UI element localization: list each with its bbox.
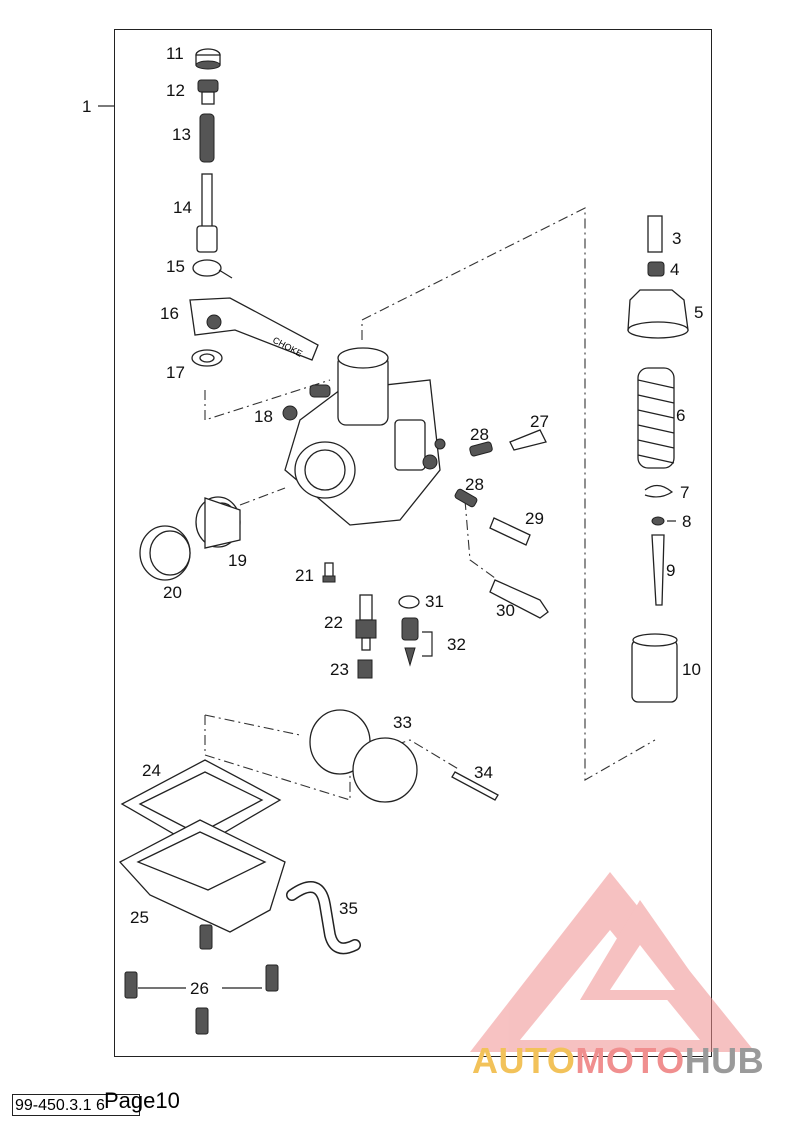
label-part-14: 14 [173, 198, 192, 217]
label-part-4: 4 [670, 260, 679, 279]
part-6-spring [637, 367, 675, 469]
part-30-screw [489, 579, 549, 619]
label-part-28-lower: 28 [465, 475, 484, 494]
label-part-24: 24 [142, 761, 161, 780]
diagram-frame [114, 29, 712, 1057]
label-part-13: 13 [172, 125, 191, 144]
footer-document-code: 99-450.3.1 6 [12, 1094, 140, 1116]
watermark-triangle-logo [470, 872, 755, 1052]
part-5-cover [627, 289, 689, 339]
label-part-12: 12 [166, 81, 185, 100]
watermark-word-auto: AUTO [472, 1040, 576, 1081]
label-part-6: 6 [676, 406, 685, 425]
footer-page-number: Page10 [104, 1088, 180, 1113]
label-part-29: 29 [525, 509, 544, 528]
part-9-needle [651, 534, 665, 606]
label-part-20: 20 [163, 583, 182, 602]
label-part-17: 17 [166, 363, 185, 382]
label-part-3: 3 [672, 229, 681, 248]
part-19-clamp [195, 496, 241, 549]
label-part-32: 32 [447, 635, 466, 654]
part-11-cap [195, 48, 221, 70]
watermark-word-moto: MOTO [575, 1040, 685, 1081]
label-part-15: 15 [166, 257, 185, 276]
part-17-washer [191, 349, 223, 367]
part-10-slide [631, 633, 678, 703]
label-part-31: 31 [425, 592, 444, 611]
label-part-7: 7 [680, 483, 689, 502]
part-8-clip [651, 516, 665, 526]
label-part-28-upper: 28 [470, 425, 489, 444]
part-13-spring [199, 113, 215, 163]
part-20-cap [139, 525, 191, 581]
part-28-spring-lower [454, 488, 478, 508]
part-14-plunger [196, 173, 218, 253]
part-33-float [309, 709, 418, 803]
label-part-10: 10 [682, 660, 701, 679]
label-part-19: 19 [228, 551, 247, 570]
part-23-main-jet [357, 659, 373, 679]
watermark-logo-text: AUTOMOTOHUB [472, 1040, 764, 1082]
part-15-clip [192, 259, 233, 279]
label-part-1: 1 [82, 97, 91, 116]
label-part-25: 25 [130, 908, 149, 927]
part-labels: 1 3 4 5 6 7 8 9 10 11 12 13 14 15 16 17 … [82, 44, 703, 998]
label-part-30: 30 [496, 601, 515, 620]
part-21-jet [322, 562, 336, 583]
assembly-dash-lines [204, 207, 656, 801]
part-24-gasket [120, 759, 282, 849]
part-3-cable-adjuster [647, 215, 663, 253]
label-part-8: 8 [682, 512, 691, 531]
label-part-16: 16 [160, 304, 179, 323]
part-18-screw [282, 405, 298, 421]
label-part-21: 21 [295, 566, 314, 585]
part-25-float-bowl [118, 819, 286, 933]
part-35-hose [286, 881, 361, 955]
leader-lines [98, 105, 676, 989]
part-28-spring-upper [469, 441, 493, 457]
label-part-22: 22 [324, 613, 343, 632]
label-part-5: 5 [694, 303, 703, 322]
part-4-nut [647, 261, 665, 277]
part-7-clip [644, 484, 673, 498]
part-27-screw [509, 429, 547, 451]
label-part-18: 18 [254, 407, 273, 426]
label-part-34: 34 [474, 763, 493, 782]
label-part-9: 9 [666, 561, 675, 580]
part-29-screw [489, 517, 531, 546]
part-12-adjuster [197, 79, 219, 105]
label-part-23: 23 [330, 660, 349, 679]
part-26-screws [124, 924, 279, 1035]
part-22-needle-jet [355, 594, 377, 651]
label-part-26: 26 [190, 979, 209, 998]
carburetor-body [284, 347, 446, 526]
label-part-11: 11 [166, 44, 184, 63]
label-part-35: 35 [339, 899, 358, 918]
part-34-pin [451, 771, 499, 801]
part-31-washer [398, 595, 420, 609]
watermark-word-hub: HUB [684, 1040, 765, 1081]
label-part-33: 33 [393, 713, 412, 732]
part-32-float-valve [401, 617, 433, 667]
label-part-27: 27 [530, 412, 549, 431]
